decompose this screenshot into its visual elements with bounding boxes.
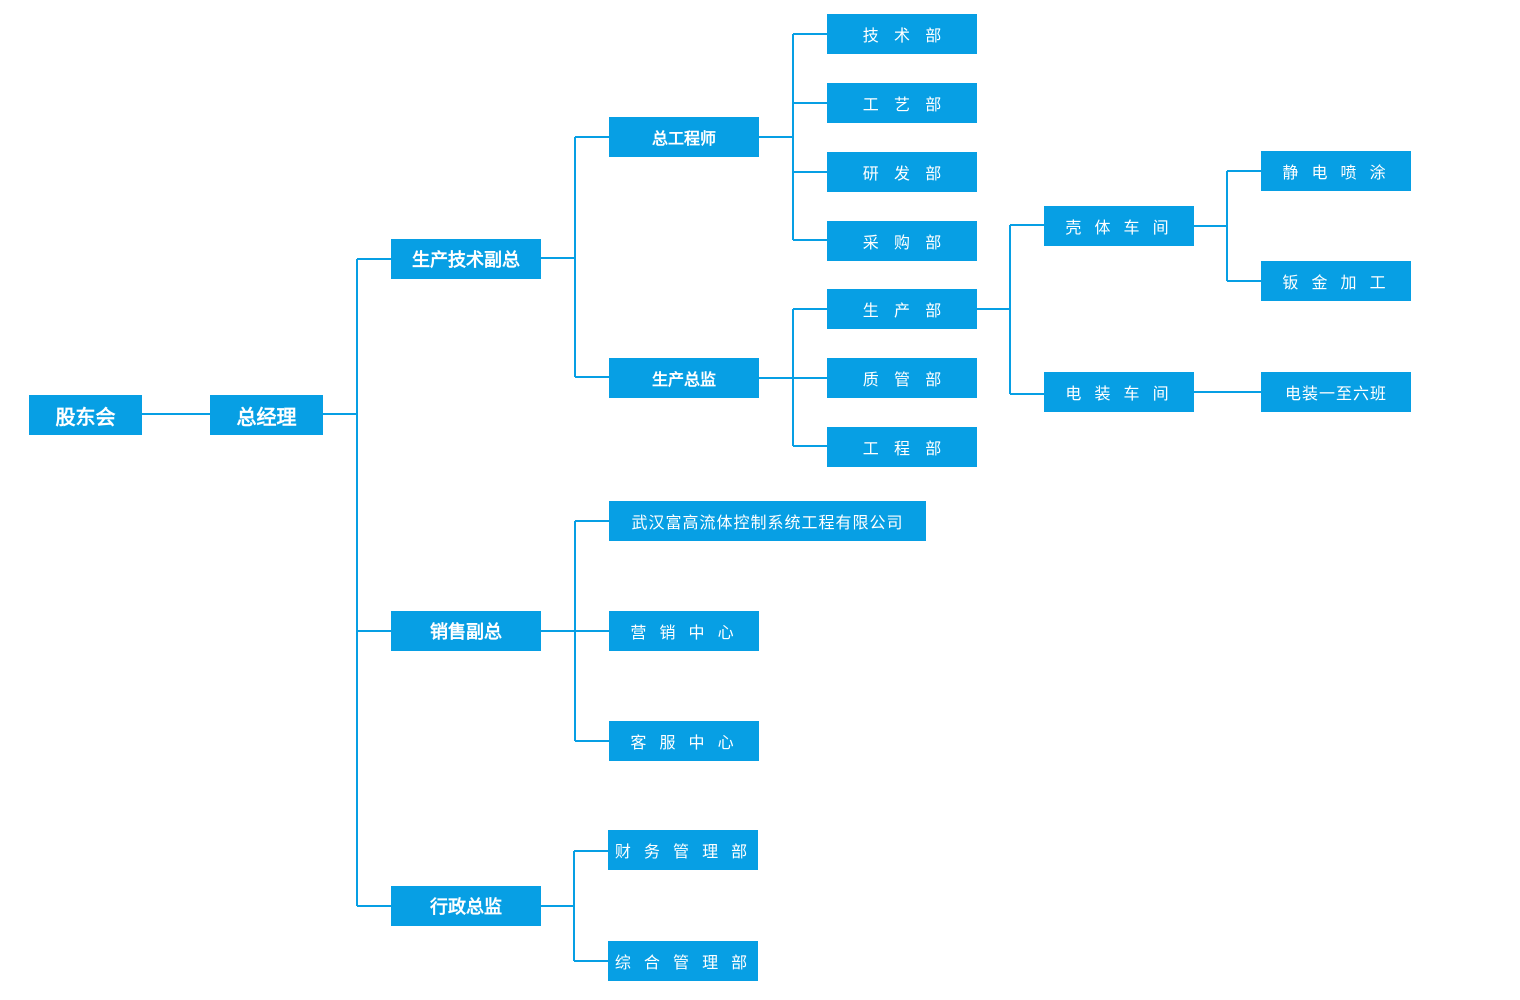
node-production-director: 生产总监 (609, 358, 759, 398)
node-marketing-center: 营 销 中 心 (609, 611, 759, 651)
connector-vp-production (541, 136, 609, 378)
node-powder-coating: 静 电 喷 涂 (1261, 151, 1411, 191)
connector-gm-vps (323, 258, 391, 907)
node-purchasing-dept: 采 购 部 (827, 221, 977, 261)
node-engineering-dept: 工 程 部 (827, 427, 977, 467)
node-electrical-workshop: 电 装 车 间 (1044, 372, 1194, 412)
node-electrical-shifts: 电装一至六班 (1261, 372, 1411, 412)
connector-production-director (759, 308, 827, 447)
node-vp-sales: 销售副总 (391, 611, 541, 651)
node-shareholders: 股东会 (29, 395, 142, 435)
node-rnd-dept: 研 发 部 (827, 152, 977, 192)
node-shell-workshop: 壳 体 车 间 (1044, 206, 1194, 246)
node-general-admin-dept: 综 合 管 理 部 (608, 941, 758, 981)
connector-vp-sales (541, 520, 609, 742)
node-chief-engineer: 总工程师 (609, 117, 759, 157)
node-general-manager: 总经理 (210, 395, 323, 435)
connector-chief-engineer (759, 33, 827, 241)
node-vp-production-tech: 生产技术副总 (391, 239, 541, 279)
node-tech-dept: 技 术 部 (827, 14, 977, 54)
node-admin-director: 行政总监 (391, 886, 541, 926)
connector-production-dept (977, 224, 1044, 395)
node-quality-dept: 质 管 部 (827, 358, 977, 398)
node-process-dept: 工 艺 部 (827, 83, 977, 123)
connector-shell-workshop (1194, 170, 1261, 282)
node-production-dept: 生 产 部 (827, 289, 977, 329)
node-customer-service-center: 客 服 中 心 (609, 721, 759, 761)
node-sheet-metal: 钣 金 加 工 (1261, 261, 1411, 301)
connector-admin-director (541, 850, 608, 962)
node-finance-dept: 财 务 管 理 部 (608, 830, 758, 870)
node-subsidiary: 武汉富高流体控制系统工程有限公司 (609, 501, 926, 541)
